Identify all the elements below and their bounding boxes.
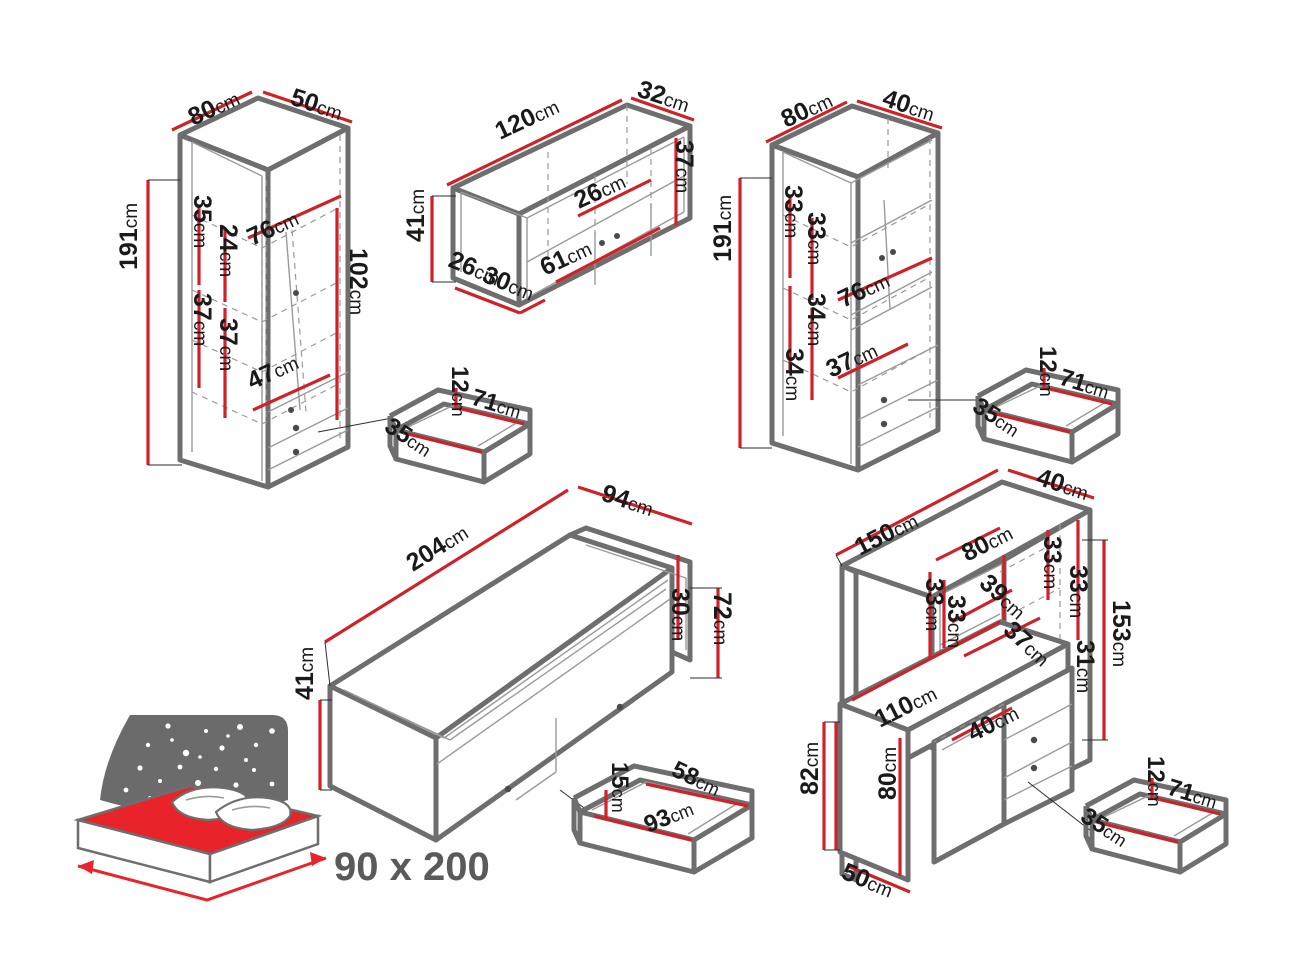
bookcase-drawing — [738, 99, 978, 473]
dim-drawer2-height: 12cm — [1034, 346, 1061, 397]
dim-bookcase-shelf-34a: 34cm — [802, 293, 830, 346]
bed-drawer-drawing — [571, 763, 755, 875]
dim-beddrawer-height: 15cm — [606, 762, 633, 813]
dim-wardrobe-shelf-35: 35cm — [188, 195, 216, 248]
wardrobe-drawing — [146, 90, 393, 490]
tv-unit-drawing — [430, 96, 695, 315]
dim-bed-length: 204cm — [401, 518, 473, 577]
dim-bed-headboard-total: 72cm — [708, 592, 736, 645]
dim-leg-height: 80cm — [874, 747, 902, 800]
dim-tv-height: 41cm — [402, 189, 430, 242]
dim-tv-inner-height: 37cm — [670, 140, 698, 193]
mattress-icon — [73, 715, 327, 902]
dim-wardrobe-shelf-24: 24cm — [214, 224, 242, 277]
dim-wardrobe-hang-height: 102cm — [344, 248, 372, 315]
dim-bed-headboard-inner: 30cm — [666, 588, 694, 641]
dim-drawer2-width: 71cm — [1056, 364, 1112, 405]
dim-bookcase-shelf-33b: 33cm — [802, 212, 830, 265]
dim-drawer1-height: 12cm — [446, 366, 473, 417]
dim-shelf-right-33d: 33cm — [1064, 565, 1092, 618]
dim-bookcase-height: 191cm — [709, 195, 737, 262]
dim-wardrobe-height: 191cm — [115, 203, 143, 270]
dim-wardrobe-shelf-37a: 37cm — [188, 293, 216, 346]
dim-desk-height: 82cm — [796, 742, 824, 795]
dim-drawer3-height: 12cm — [1142, 756, 1169, 807]
dim-bed-frame-height: 41cm — [291, 647, 319, 700]
dim-shelf-left-33a: 33cm — [920, 578, 948, 631]
dim-shelf-left-33b: 33cm — [942, 595, 970, 648]
dim-bed-width: 94cm — [598, 479, 657, 522]
desk-unit-drawing — [822, 468, 1108, 894]
dim-wardrobe-shelf-37b: 37cm — [214, 318, 242, 371]
mattress-size-label: 90 x 200 — [334, 845, 490, 889]
bookcase-drawer-drawing — [975, 367, 1121, 465]
dim-shelf-right-33c: 33cm — [1038, 536, 1066, 589]
dim-desk-total-height: 153cm — [1107, 600, 1135, 667]
bed-drawing — [318, 485, 722, 843]
desk-drawer-drawing — [1083, 777, 1229, 875]
dim-bookcase-shelf-33a: 33cm — [779, 185, 807, 238]
wardrobe-drawer-drawing — [387, 387, 533, 485]
dim-bookcase-shelf-34b: 34cm — [780, 348, 808, 401]
dim-drawer1-width: 71cm — [468, 384, 524, 425]
dim-pedestal-height: 31cm — [1071, 640, 1099, 693]
dim-tv-width: 120cm — [491, 92, 564, 146]
